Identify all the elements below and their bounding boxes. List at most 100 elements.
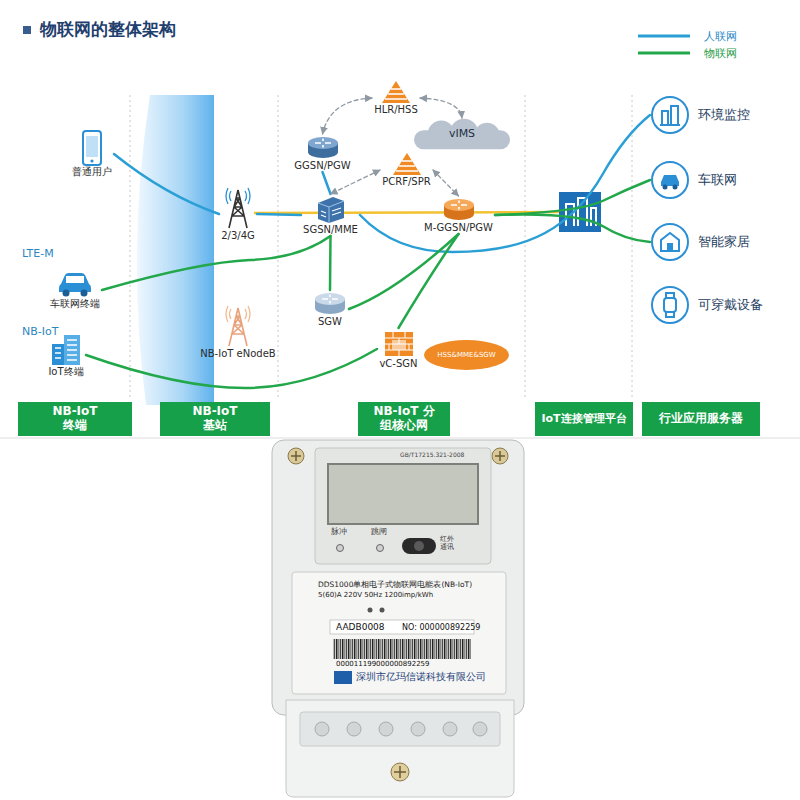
tri-icon bbox=[381, 80, 411, 104]
legend-line bbox=[636, 45, 692, 61]
network-link bbox=[360, 115, 650, 252]
node-label: HSS&MME&SGW bbox=[437, 339, 495, 371]
car-icon bbox=[57, 270, 93, 298]
node-label: 普通用户 bbox=[72, 166, 112, 178]
node-label: PCRF/SPR bbox=[382, 176, 431, 188]
annotation-label: 深圳市亿玛信诺科技有限公司 bbox=[356, 671, 486, 683]
legend-label: 物联网 bbox=[704, 46, 737, 61]
annotation-label: 000011199000000892259 bbox=[336, 660, 430, 668]
routerO-icon bbox=[442, 196, 476, 222]
database-node: HLR/HSS bbox=[372, 80, 420, 116]
signaling-link bbox=[331, 170, 381, 194]
gateway-node: SGW bbox=[311, 290, 349, 328]
policy-node: PCRF/SPR bbox=[380, 152, 433, 188]
node-label: 车联网终端 bbox=[50, 298, 100, 310]
network-link bbox=[349, 234, 459, 309]
application-icon bbox=[650, 95, 690, 135]
signaling-link bbox=[433, 170, 459, 196]
switch-node: SGSN/MME bbox=[301, 194, 360, 236]
routerL-icon bbox=[313, 290, 347, 316]
signaling-link bbox=[323, 98, 373, 134]
node-label: 环境监控 bbox=[698, 106, 750, 124]
title-bullet bbox=[23, 26, 31, 34]
legend-item: 物联网 bbox=[636, 45, 737, 61]
node-label: 可穿戴设备 bbox=[698, 296, 763, 314]
diagram-title: 物联网的整体架构 bbox=[40, 19, 176, 39]
node-label: GGSN/PGW bbox=[294, 160, 351, 172]
platform-icon bbox=[559, 192, 601, 232]
annotation-label: DDS1000单相电子式物联网电能表(NB-IoT) bbox=[318, 580, 472, 589]
network-link bbox=[495, 214, 650, 242]
base-station: NB-IoT eNodeB bbox=[198, 304, 278, 360]
legend-label: 人联网 bbox=[704, 29, 737, 44]
energy-meter bbox=[272, 440, 524, 797]
application-icon bbox=[650, 222, 690, 262]
iot-terminal: IoT终端 bbox=[46, 332, 86, 378]
network-link bbox=[495, 180, 650, 215]
node-label: M-GGSN/PGW bbox=[424, 222, 493, 234]
tower2-icon bbox=[224, 304, 252, 348]
node-label: SGSN/MME bbox=[303, 224, 358, 236]
legend-item: 人联网 bbox=[636, 28, 737, 44]
section-band: NB-IoT 基站 bbox=[160, 402, 270, 436]
node-label: IoT终端 bbox=[48, 366, 84, 378]
network-link bbox=[329, 236, 332, 290]
backbone-line bbox=[254, 212, 560, 213]
application-item: 车联网 bbox=[650, 160, 737, 200]
application-item: 可穿戴设备 bbox=[650, 285, 763, 325]
gateway-node: M-GGSN/PGW bbox=[422, 196, 495, 234]
annotation-label: NB-IoT bbox=[22, 325, 58, 338]
node-label: HLR/HSS bbox=[374, 104, 418, 116]
annotation-label: LTE-M bbox=[22, 247, 54, 260]
annotation-label: 5(60)A 220V 50Hz 1200imp/kWh bbox=[318, 591, 433, 599]
application-item: 环境监控 bbox=[650, 95, 750, 135]
node-label: IoT连接管理平台 bbox=[541, 413, 626, 426]
tower-icon bbox=[224, 186, 252, 230]
network-link bbox=[102, 236, 331, 290]
network-link bbox=[323, 172, 331, 194]
legend-line bbox=[636, 28, 692, 44]
annotation-label: 脉冲 bbox=[331, 527, 347, 537]
node-label: 行业应用服务器 bbox=[659, 412, 743, 426]
annotation-label: NO: 000000892259 bbox=[402, 623, 480, 633]
network-link bbox=[114, 154, 219, 214]
application-icon bbox=[650, 160, 690, 200]
node-label: NB-IoT 终端 bbox=[46, 405, 104, 433]
section-band: 行业应用服务器 bbox=[642, 402, 760, 436]
node-label: 车联网 bbox=[698, 171, 737, 189]
user-device: 普通用户 bbox=[70, 130, 114, 178]
annotation-label: 红外 通讯 bbox=[440, 536, 456, 551]
section-band: NB-IoT 分组核心网 bbox=[358, 402, 450, 436]
network-link bbox=[257, 214, 301, 215]
application-item: 智能家居 bbox=[650, 222, 750, 262]
node-label: SGW bbox=[313, 316, 347, 328]
vehicle-terminal: 车联网终端 bbox=[48, 270, 102, 310]
zone-separators bbox=[130, 95, 632, 400]
router-icon bbox=[306, 134, 340, 160]
network-link bbox=[86, 349, 377, 388]
network-link bbox=[399, 234, 459, 328]
tri-icon bbox=[392, 152, 422, 176]
node-label: NB-IoT eNodeB bbox=[200, 348, 276, 360]
annotation-label: 跳闸 bbox=[371, 527, 387, 537]
annotation-label: GB/T17215.321-2008 bbox=[400, 451, 464, 458]
gateway-node: GGSN/PGW bbox=[292, 134, 353, 172]
section-band: NB-IoT 终端 bbox=[18, 402, 132, 436]
application-icon bbox=[650, 285, 690, 325]
cloud-node: vIMS bbox=[410, 118, 514, 150]
node-label: 智能家居 bbox=[698, 233, 750, 251]
core-node: vC-SGN bbox=[377, 328, 420, 370]
callout-ellipse: HSS&MME&SGW bbox=[423, 339, 510, 371]
switch-icon bbox=[315, 194, 347, 224]
node-label: NB-IoT 基站 bbox=[186, 405, 244, 433]
base-station: 2/3/4G bbox=[219, 186, 257, 242]
fw-icon bbox=[383, 328, 415, 358]
node-label: 2/3/4G bbox=[221, 230, 255, 242]
section-band: IoT连接管理平台 bbox=[535, 402, 633, 436]
node-label: NB-IoT 分组核心网 bbox=[371, 405, 437, 433]
node-label: vIMS bbox=[449, 118, 475, 150]
phone-icon bbox=[81, 130, 103, 166]
node-label: vC-SGN bbox=[379, 358, 418, 370]
signaling-link bbox=[420, 98, 462, 118]
